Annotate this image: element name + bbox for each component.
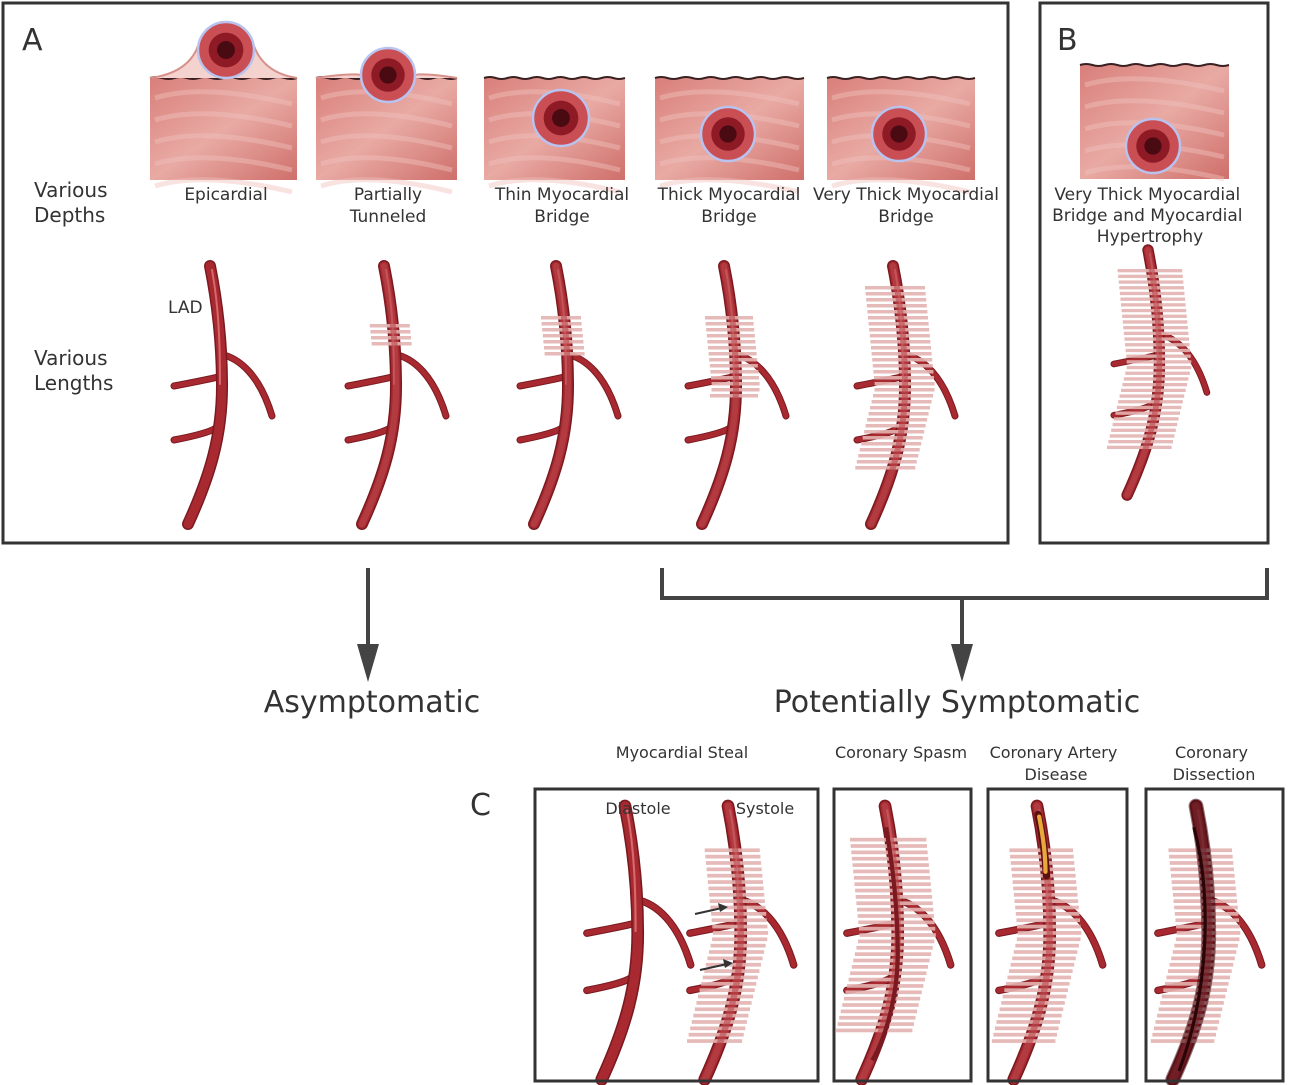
cross-sections [149, 20, 1230, 195]
artery-thick-bridge [684, 260, 790, 530]
artery-dissection [1150, 798, 1266, 1085]
caption-dissection: Coronary Dissection [1173, 743, 1256, 784]
systole-arrow-2 [699, 963, 728, 971]
artery-epicardial [170, 260, 276, 530]
panel-c-letter: C [470, 788, 491, 823]
artery-drawings [170, 244, 1266, 1085]
panel-a-letter: A [22, 23, 43, 58]
systole-arrows [694, 907, 728, 971]
artery-diastole [583, 799, 695, 1085]
diastole-label: Diastole [605, 799, 670, 818]
caption-myocardial-steal: Myocardial Steal [616, 743, 748, 762]
panel-b-frame [1038, 1, 1270, 545]
xsection-hypertrophy [1079, 63, 1230, 182]
artery-very-thick-bridge [853, 260, 959, 530]
panel-c-cad-frame [986, 787, 1129, 1083]
systole-arrow-1 [694, 907, 723, 915]
systole-arrow-head-1 [718, 903, 728, 912]
xsection-partially-tunneled [315, 46, 458, 195]
flow-connectors [366, 568, 1269, 650]
artery-thin-bridge [516, 260, 622, 530]
panel-c-spasm-frame [832, 787, 973, 1083]
arrow-right-head [951, 644, 973, 682]
artery-partially-tunneled [344, 260, 450, 530]
row-lengths-label: Various Lengths [34, 346, 114, 395]
artery-systole [686, 799, 798, 1085]
row-depths-label: Various Depths [34, 178, 114, 227]
panel-c-dissection-frame [1144, 787, 1285, 1083]
systole-label: Systole [736, 799, 794, 818]
xsection-thick-bridge [654, 76, 805, 195]
systole-arrow-head-2 [723, 959, 733, 968]
panel-a-frame [1, 1, 1010, 545]
symptomatic-label: Potentially Symptomatic [774, 685, 1140, 720]
panel-b-caption: Very Thick Myocardial Bridge and Myocard… [1052, 185, 1248, 247]
lad-label: LAD [168, 298, 203, 318]
artery-hypertrophy [1106, 244, 1211, 501]
arrow-left-head [357, 644, 379, 682]
caption-cad: Coronary Artery Disease [990, 743, 1123, 784]
panel-c-steal-frame [533, 787, 820, 1083]
artery-spasm [836, 799, 955, 1085]
bracket [660, 568, 1269, 600]
artery-cad [991, 799, 1107, 1085]
depth-caption-1: Epicardial [184, 185, 267, 205]
xsection-epicardial [149, 20, 298, 195]
panel-c-captions: Myocardial Steal Coronary Spasm Coronary… [616, 743, 1256, 784]
asymptomatic-label: Asymptomatic [264, 685, 481, 720]
xsection-very-thick-bridge [826, 76, 976, 195]
panel-b-letter: B [1057, 23, 1078, 58]
caption-coronary-spasm: Coronary Spasm [835, 743, 967, 762]
xsection-thin-bridge [483, 76, 626, 195]
